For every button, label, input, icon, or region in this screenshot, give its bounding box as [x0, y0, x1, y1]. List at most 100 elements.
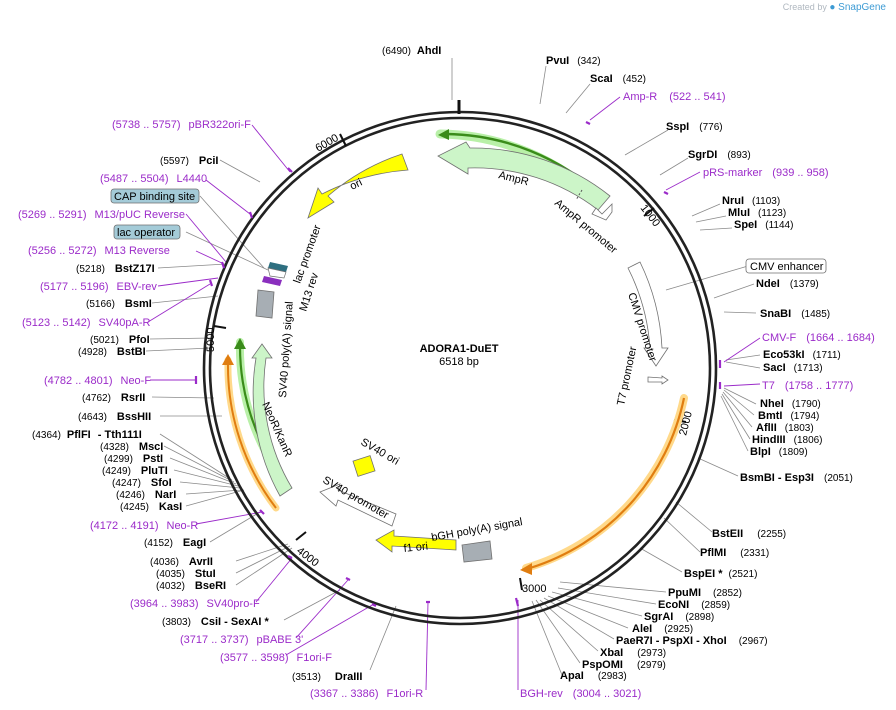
primer-sv40pa-r[interactable]: (5123 .. 5142)SV40pA-R — [22, 317, 151, 329]
site-paer7i-pspxi-xhoi[interactable]: PaeR7I - PspXI - XhoI(2967) — [616, 635, 768, 647]
site-pfoi[interactable]: (5021)PfoI — [90, 334, 150, 346]
primer-mark — [287, 555, 293, 559]
sv40-promoter-arrow — [319, 483, 397, 527]
site-bstz17i[interactable]: (5218)BstZ17I — [76, 263, 155, 275]
primer-cmv-f[interactable]: CMV-F(1664 .. 1684) — [762, 332, 875, 344]
site-sgrai[interactable]: SgrAI(2898) — [644, 611, 714, 623]
primer-mark — [248, 211, 254, 219]
site-eco53ki[interactable]: Eco53kI(1711) — [763, 349, 841, 361]
orange-orf-highlight — [522, 394, 688, 572]
site-bsmi[interactable]: (5166)BsmI — [86, 298, 152, 310]
leader-line — [179, 481, 241, 489]
site-csii-sexai[interactable]: (3803)CsiI - SexAI * — [162, 616, 270, 628]
app-name: SnapGene — [838, 2, 886, 13]
site-bseri[interactable]: (4032)BseRI — [156, 580, 226, 592]
site-sfoi[interactable]: (4247)SfoI — [112, 477, 172, 489]
leader-line — [663, 517, 701, 553]
site-alei[interactable]: AleI(2925) — [632, 623, 693, 635]
primer-f1ori-r[interactable]: (3367 .. 3386)F1ori-R — [310, 688, 423, 700]
site-bspei[interactable]: BspEI *(2521) — [684, 568, 757, 580]
site-econi[interactable]: EcoNI(2859) — [658, 599, 730, 611]
left-orange-orf-arrowhead — [222, 354, 234, 365]
scale-ticks — [213, 133, 687, 591]
tick-mark — [295, 531, 307, 541]
cmv-promoter-arrow — [627, 261, 669, 367]
site-psti[interactable]: (4299)PstI — [104, 453, 163, 465]
cmv-enhancer-label: CMV enhancer — [750, 261, 824, 273]
leader-line — [185, 231, 269, 271]
primer-prs-marker[interactable]: pRS-marker(939 .. 958) — [703, 167, 829, 179]
leader-line — [699, 227, 733, 231]
site-pcii[interactable]: (5597)PciI — [160, 155, 218, 167]
leader-line — [722, 391, 753, 428]
site-bmti[interactable]: BmtI(1794) — [758, 410, 819, 422]
primer-neo-f[interactable]: (4782 .. 4801)Neo-F — [44, 375, 151, 387]
primer-f1ori-f[interactable]: (3577 .. 3598)F1ori-F — [220, 652, 332, 664]
leader-line — [163, 445, 235, 483]
site-xbai[interactable]: XbaI(2973) — [600, 647, 666, 659]
leader-line — [369, 605, 397, 671]
site-spei[interactable]: SpeI(1144) — [734, 219, 793, 231]
primer-l4440[interactable]: (5487 .. 5504)L4440 — [100, 173, 207, 185]
site-rsrii[interactable]: (4762)RsrII — [82, 392, 145, 404]
ori-arrow — [307, 153, 409, 219]
site-ahdi[interactable]: (6490)AhdI — [382, 45, 441, 57]
primer-pbabe-3[interactable]: (3717 .. 3737)pBABE 3' — [180, 634, 303, 646]
primer-ebv-rev[interactable]: (5177 .. 5196)EBV-rev — [40, 281, 157, 293]
site-pvui[interactable]: PvuI(342) — [546, 55, 601, 67]
lac-operator-block — [268, 262, 288, 272]
site-bsmbi-esp3i[interactable]: BsmBI - Esp3I(2051) — [740, 472, 853, 484]
site-bsshii[interactable]: (4643)BssHII — [78, 411, 151, 423]
primer-leader-line — [285, 603, 375, 656]
primer-sv40pro-f[interactable]: (3964 .. 3983)SV40pro-F — [130, 598, 260, 610]
site-nari[interactable]: (4246)NarI — [116, 489, 176, 501]
primer-mark — [220, 261, 226, 269]
site-nrui[interactable]: NruI(1103) — [722, 195, 780, 207]
leader-line — [665, 265, 749, 291]
site-bsteii[interactable]: BstEII(2255) — [712, 528, 786, 540]
site-snabi[interactable]: SnaBI(1485) — [760, 308, 830, 320]
site-msci[interactable]: (4328)MscI — [100, 441, 163, 453]
site-apai[interactable]: ApaI(2983) — [560, 670, 627, 682]
site-kasi[interactable]: (4245)KasI — [120, 501, 182, 513]
bgh-polya-signal — [461, 540, 493, 563]
sv40-polya-signal — [255, 289, 275, 319]
site-draiii[interactable]: (3513)DraIII — [292, 671, 362, 683]
site-stui[interactable]: (4035)StuI — [156, 568, 216, 580]
site-ndei[interactable]: NdeI(1379) — [756, 278, 819, 290]
site-eagi[interactable]: (4152)EagI — [144, 537, 206, 549]
site-bstbi[interactable]: (4928)BstBI — [78, 346, 146, 358]
site-aflii[interactable]: AflII(1803) — [756, 422, 814, 434]
site-hindiii[interactable]: HindIII(1806) — [752, 434, 823, 446]
site-ppumi[interactable]: PpuMI(2852) — [668, 587, 742, 599]
tick-mark — [643, 207, 655, 217]
leader-line — [725, 354, 761, 361]
leader-line — [159, 433, 233, 481]
primer-pbr322ori-f[interactable]: (5738 .. 5757)pBR322ori-F — [112, 119, 251, 131]
primer-t7[interactable]: T7(1758 .. 1777) — [762, 380, 853, 392]
site-scai[interactable]: ScaI(452) — [590, 73, 646, 85]
lac-operator-label: lac operator — [117, 227, 175, 239]
site-pflfi-tth111i[interactable]: (4364)PflFI - Tth111I — [32, 429, 142, 441]
site-blpi[interactable]: BlpI(1809) — [750, 446, 808, 458]
leader-line — [219, 159, 261, 183]
site-pluti[interactable]: (4249)PluTI — [102, 465, 168, 477]
site-saci[interactable]: SacI(1713) — [763, 362, 823, 374]
site-nhei[interactable]: NheI(1790) — [760, 398, 821, 410]
primer-amp-r[interactable]: Amp-R(522 .. 541) — [623, 91, 726, 103]
primer-mark — [371, 603, 377, 607]
site-sgrdi[interactable]: SgrDI(893) — [688, 149, 751, 161]
primer-m13-reverse[interactable]: (5256 .. 5272)M13 Reverse — [28, 245, 170, 257]
site-sspi[interactable]: SspI(776) — [666, 121, 723, 133]
site-pflmi[interactable]: PflMI(2331) — [700, 547, 769, 559]
primer-m13-puc-reverse[interactable]: (5269 .. 5291)M13/pUC Reverse — [18, 209, 185, 221]
site-pspomi[interactable]: PspOMI(2979) — [582, 659, 666, 671]
primer-neo-r[interactable]: (4172 .. 4191)Neo-R — [90, 520, 198, 532]
site-mlui[interactable]: MluI(1123) — [728, 207, 786, 219]
backbone-inner — [208, 116, 712, 620]
primer-bgh-rev[interactable]: BGH-rev(3004 .. 3021) — [520, 688, 641, 700]
primer-leader-line — [251, 124, 291, 173]
feature-label-sv40-polya: SV40 poly(A) signal — [277, 301, 296, 398]
feature-label-ori: ori — [348, 177, 364, 193]
site-avrii[interactable]: (4036)AvrII — [150, 556, 213, 568]
